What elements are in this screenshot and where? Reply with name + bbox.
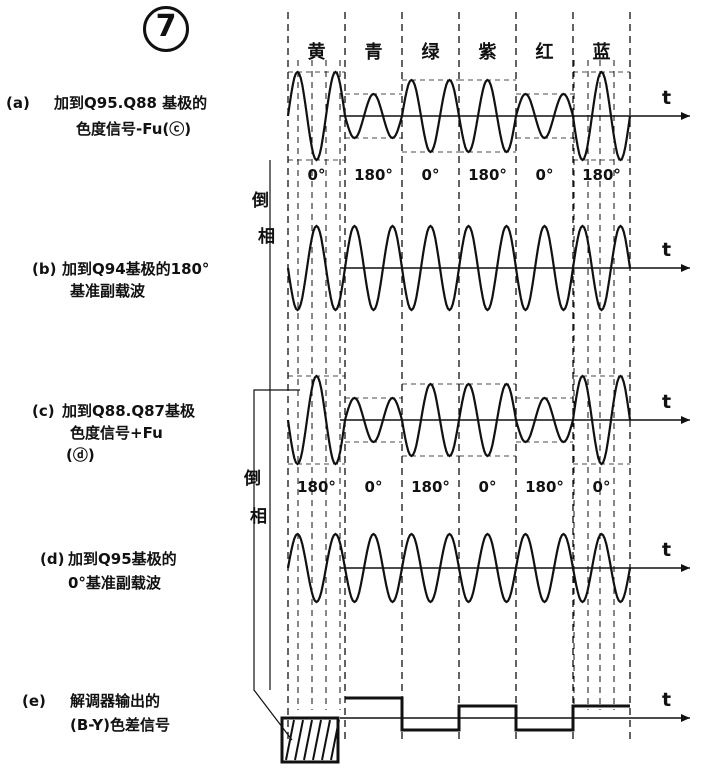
time-axis-label-4: t xyxy=(662,689,671,711)
chroma-a-segment-0 xyxy=(286,70,347,162)
phase-label-row-a-1: 180° xyxy=(354,166,393,184)
time-axis-arrow-2 xyxy=(681,416,690,424)
time-axis-arrow-4 xyxy=(681,714,690,722)
row-e-line1: 解调器输出的 xyxy=(70,692,161,710)
phase-label-row-a-2: 0° xyxy=(422,166,440,184)
row-c-tag: (c) xyxy=(32,402,55,420)
b-y-burst-hatch-5 xyxy=(330,719,340,761)
b-y-burst-hatch-0 xyxy=(285,719,295,761)
phase-label-row-c-4: 180° xyxy=(525,478,564,496)
row-a-line1: 加到Q95.Q88 基极的 xyxy=(54,94,208,112)
inversion-label-2-top: 倒 xyxy=(244,469,261,489)
time-axes xyxy=(340,112,690,722)
color-header-4: 红 xyxy=(536,41,554,63)
row-b-tag: (b) xyxy=(32,260,57,278)
waveforms xyxy=(280,70,632,764)
figure-number-circle xyxy=(143,6,189,52)
phase-label-row-c-5: 0° xyxy=(593,478,611,496)
b-y-burst-hatch-4 xyxy=(321,719,331,761)
phase-label-row-a-3: 180° xyxy=(468,166,507,184)
chroma-c-segment-0 xyxy=(286,374,347,466)
phase-label-row-a-4: 0° xyxy=(536,166,554,184)
time-axis-arrow-0 xyxy=(681,112,690,120)
time-axis-label-1: t xyxy=(662,239,671,261)
row-c-line2: 色度信号+Fu xyxy=(70,424,163,442)
b-y-burst-hatch-3 xyxy=(312,719,322,761)
phase-label-row-c-0: 180° xyxy=(297,478,336,496)
b-y-burst-hatch-2 xyxy=(303,719,313,761)
time-axis-arrow-1 xyxy=(681,264,690,272)
row-a-line2: 色度信号-Fu(ⓒ) xyxy=(76,120,192,138)
color-header-1: 青 xyxy=(365,42,383,63)
color-header-3: 紫 xyxy=(479,41,497,63)
figure-number: 7 xyxy=(155,9,177,44)
row-a-tag: (a) xyxy=(6,94,30,112)
row-d-tag: (d) xyxy=(40,550,65,568)
phase-label-row-c-3: 0° xyxy=(479,478,497,496)
phase-label-row-c-1: 0° xyxy=(365,478,383,496)
row-c-line1: 加到Q88.Q87基极 xyxy=(62,402,195,420)
row-d-line1: 加到Q95基极的 xyxy=(68,550,177,568)
connector-line xyxy=(253,389,300,741)
inversion-label-1-top: 倒 xyxy=(252,191,269,211)
inversion-label-2-bottom: 相 xyxy=(250,507,267,527)
time-axis-label-0: t xyxy=(662,87,671,109)
b-y-output-step xyxy=(345,696,630,732)
diagram-text: 黄 青 绿 紫 红 蓝 t t t t t 0° 180° 0° 180° 0° 180° 180° 0° 180° 0… xyxy=(297,41,671,711)
phase-label-row-c-2: 180° xyxy=(411,478,450,496)
color-header-5: 蓝 xyxy=(593,42,611,63)
inversion-label-1-bottom: 相 xyxy=(258,227,275,247)
time-axis-label-2: t xyxy=(662,391,671,413)
b-y-burst-block xyxy=(280,716,340,764)
row-c-line3: (ⓓ) xyxy=(66,446,95,464)
time-axis-label-3: t xyxy=(662,539,671,561)
color-header-2: 绿 xyxy=(422,41,441,63)
row-e-line2: (B-Y)色差信号 xyxy=(70,716,171,734)
row-e-tag: (e) xyxy=(22,692,46,710)
b-y-burst-hatch-1 xyxy=(294,719,304,761)
row-b-line1: 加到Q94基极的180° xyxy=(62,260,210,278)
phase-label-row-a-0: 0° xyxy=(308,166,326,184)
color-header-0: 黄 xyxy=(308,41,326,63)
time-axis-arrow-3 xyxy=(681,564,690,572)
row-b-line2: 基准副载波 xyxy=(70,282,146,300)
row-d-line2: 0°基准副载波 xyxy=(68,574,161,592)
phase-label-row-a-5: 180° xyxy=(582,166,621,184)
